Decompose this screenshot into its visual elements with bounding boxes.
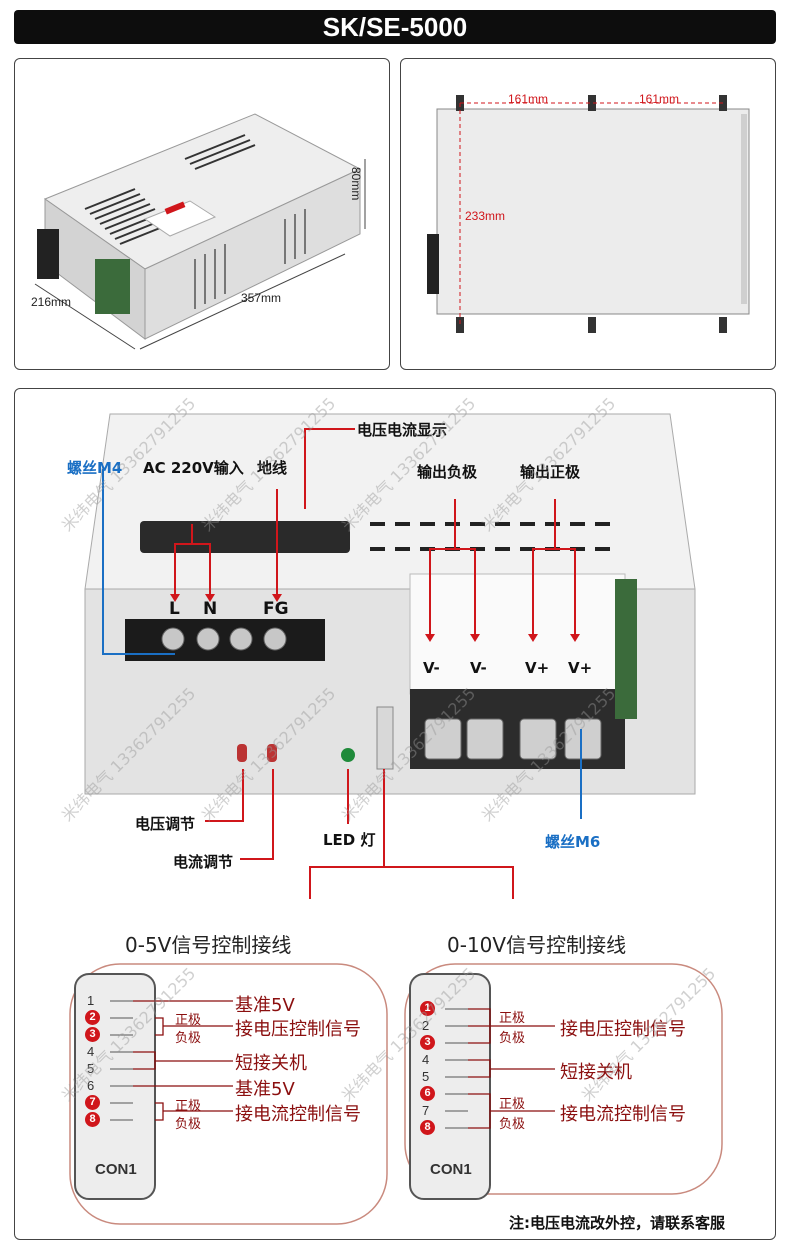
footnote: 注:电压电流改外控，请联系客服 xyxy=(508,1214,725,1232)
right-pos2: 正极 xyxy=(499,1097,526,1112)
right-short-off: 短接关机 xyxy=(560,1062,632,1083)
left-pin-3: 3 xyxy=(85,1027,100,1042)
ac-input-label: AC 220V输入 xyxy=(143,459,244,477)
top-view-panel: 161mm 161mm 233mm xyxy=(400,58,776,370)
front-panel-drawing xyxy=(69,413,723,1225)
voltage-adj-label: 电压调节 xyxy=(135,815,196,833)
ground-label: 地线 xyxy=(257,459,288,477)
left-pos2: 正极 xyxy=(175,1099,202,1114)
current-adj-label: 电流调节 xyxy=(173,853,234,871)
dim-top-right: 161mm xyxy=(639,92,680,106)
right-pin-5: 5 xyxy=(422,1069,430,1084)
left-pin-5: 5 xyxy=(87,1061,95,1076)
left-ref1: 基准5V xyxy=(235,995,295,1016)
right-pin-7: 7 xyxy=(422,1103,430,1118)
wiring-diagram-panel: 螺丝M4 AC 220V输入 地线 电压电流显示 输出负极 输出正极 L N F… xyxy=(14,388,776,1240)
right-pin-3: 3 xyxy=(420,1035,435,1050)
right-volt-ctrl: 接电压控制信号 xyxy=(560,1019,686,1040)
terminal-fg: FG xyxy=(263,599,289,619)
vneg-2: V- xyxy=(470,659,487,677)
dim-height: 80mm xyxy=(349,167,363,201)
product-photo-panel: 80mm 216mm 357mm xyxy=(14,58,390,370)
right-pin-1: 1 xyxy=(420,1001,435,1016)
left-curr-ctrl: 接电流控制信号 xyxy=(235,1104,361,1125)
terminal-l: L xyxy=(169,599,180,619)
screw-m6-label: 螺丝M6 xyxy=(545,833,601,851)
left-connector-heading: 0-5V信号控制接线 xyxy=(125,933,292,957)
right-pin-6: 6 xyxy=(420,1086,435,1101)
dim-length: 357mm xyxy=(241,291,282,305)
right-pin-2: 2 xyxy=(422,1018,430,1033)
left-pin-7: 7 xyxy=(85,1095,100,1110)
left-pin-8: 8 xyxy=(85,1112,100,1127)
out-negative-label: 输出负极 xyxy=(417,463,478,481)
right-pin-4: 4 xyxy=(422,1052,430,1067)
left-ref2: 基准5V xyxy=(235,1079,295,1100)
display-label: 电压电流显示 xyxy=(357,421,448,439)
left-pin-1: 1 xyxy=(87,993,95,1008)
left-con1-label: CON1 xyxy=(95,1161,137,1178)
led-label: LED 灯 xyxy=(323,831,376,849)
psu-isometric-drawing xyxy=(34,113,366,350)
right-pin-8: 8 xyxy=(420,1120,435,1135)
vpos-1: V+ xyxy=(525,659,550,677)
left-neg2: 负极 xyxy=(175,1117,202,1132)
right-neg2: 负极 xyxy=(499,1117,526,1132)
screw-m4-label: 螺丝M4 xyxy=(67,459,123,477)
left-pos1: 正极 xyxy=(175,1013,202,1028)
left-neg1: 负极 xyxy=(175,1031,202,1046)
right-connector-heading: 0-10V信号控制接线 xyxy=(447,933,627,957)
dim-top-left: 161mm xyxy=(508,92,549,106)
product-title: SK/SE-5000 xyxy=(14,10,776,44)
psu-top-view-drawing xyxy=(427,95,750,333)
right-curr-ctrl: 接电流控制信号 xyxy=(560,1104,686,1125)
vneg-1: V- xyxy=(423,659,440,677)
left-pin-4: 4 xyxy=(87,1044,95,1059)
left-short-off: 短接关机 xyxy=(235,1053,307,1074)
left-pin-2: 2 xyxy=(85,1010,100,1025)
dim-vertical: 233mm xyxy=(465,209,506,223)
terminal-n: N xyxy=(203,599,218,619)
left-pin-6: 6 xyxy=(87,1078,95,1093)
right-pos1: 正极 xyxy=(499,1011,526,1026)
left-volt-ctrl: 接电压控制信号 xyxy=(235,1019,361,1040)
right-con1-label: CON1 xyxy=(430,1161,472,1178)
dim-width: 216mm xyxy=(31,295,72,309)
out-positive-label: 输出正极 xyxy=(520,463,581,481)
right-neg1: 负极 xyxy=(499,1031,526,1046)
vpos-2: V+ xyxy=(568,659,593,677)
